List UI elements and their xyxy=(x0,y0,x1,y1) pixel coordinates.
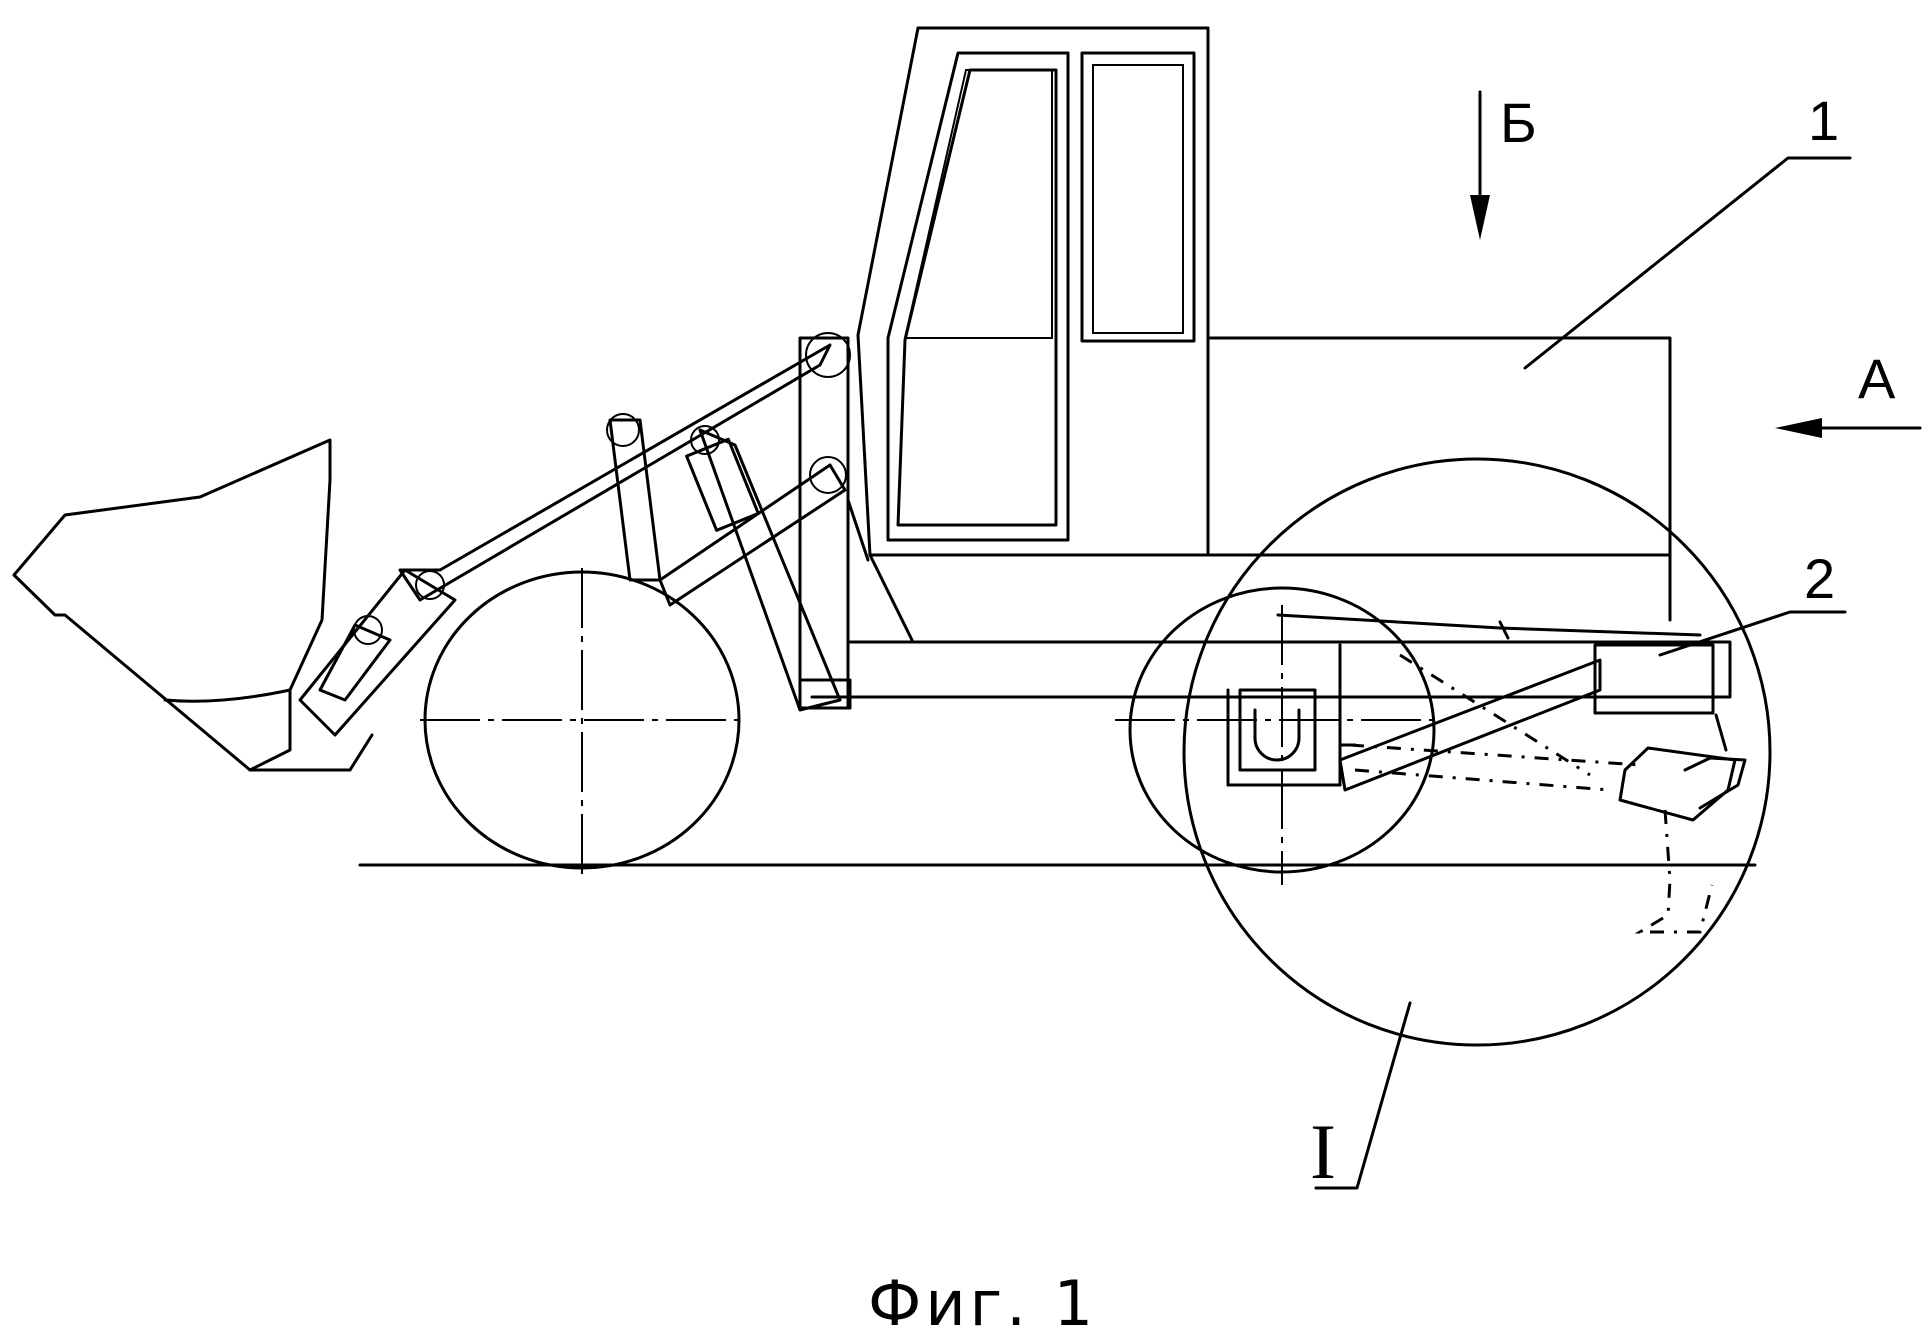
cab xyxy=(858,28,1208,555)
loader-boom xyxy=(300,333,850,735)
view-arrow-b xyxy=(1470,92,1490,240)
callout-detail-view: I xyxy=(1310,1108,1336,1195)
view-arrow-a xyxy=(1775,418,1920,438)
engine-hood xyxy=(870,338,1670,640)
front-wheel xyxy=(420,568,745,880)
figure-caption: Фиг. 1 xyxy=(868,1267,1097,1340)
rear-wheel xyxy=(1115,588,1440,885)
view-label-b: Б xyxy=(1500,91,1537,154)
view-label-a: А xyxy=(1858,347,1896,410)
chassis-frame xyxy=(800,642,1730,708)
callout-part-1: 1 xyxy=(1808,89,1839,152)
loader-bucket xyxy=(14,440,372,770)
cab-support xyxy=(800,338,868,708)
ripper-attachment xyxy=(1228,615,1745,932)
callout-part-2: 2 xyxy=(1804,547,1835,610)
